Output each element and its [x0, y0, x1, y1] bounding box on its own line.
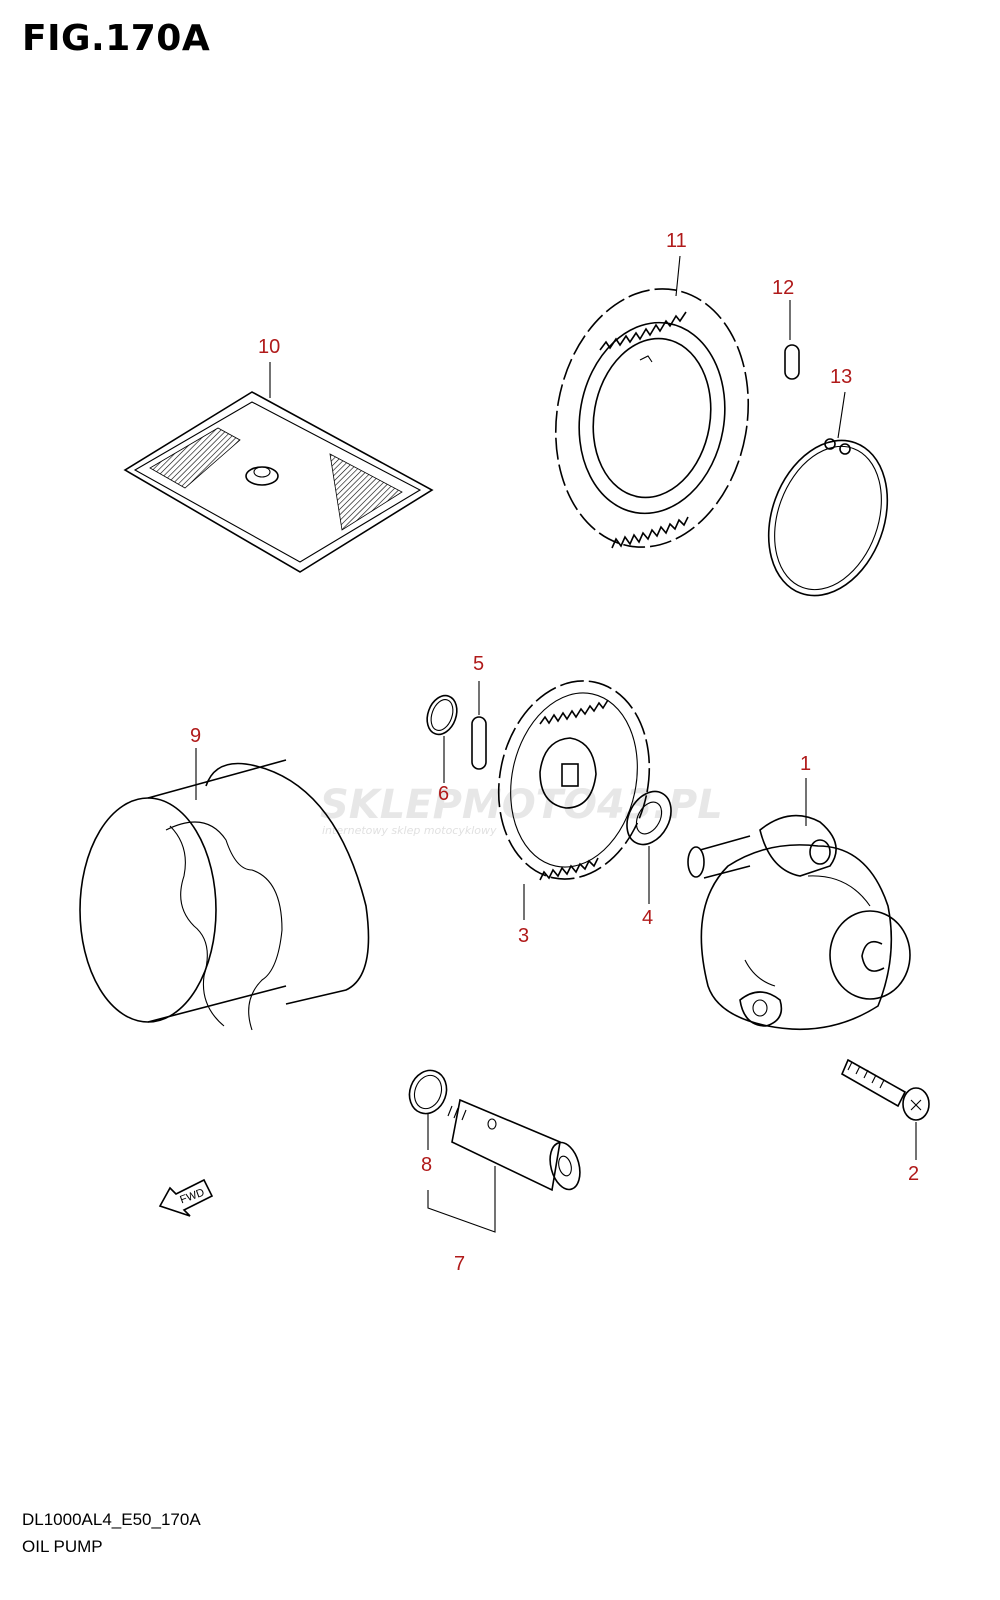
callout-9: 9 [190, 725, 201, 747]
part-6-circlip [426, 694, 458, 783]
part-7-oil-jet [427, 1098, 581, 1233]
part-2-screw [840, 1058, 930, 1160]
callout-numbers: 1 2 3 4 5 6 7 8 9 10 11 12 13 [190, 230, 919, 1275]
callout-8: 8 [421, 1154, 432, 1176]
part-5-pin [471, 681, 487, 770]
fwd-direction-arrow: FWD [158, 1178, 214, 1217]
callout-4: 4 [642, 907, 653, 929]
callout-5: 5 [473, 653, 484, 675]
part-1-oil-pump-assembly [687, 778, 911, 1031]
callout-1: 1 [800, 753, 811, 775]
callout-11: 11 [666, 230, 687, 252]
callout-7: 7 [454, 1253, 465, 1275]
watermark-brand: SKLEPMOTO43.PL [320, 782, 723, 828]
figure-title: FIG.170A [22, 18, 211, 59]
part-9-oil-filter [79, 748, 370, 1031]
part-4-washer [626, 790, 672, 904]
callout-12: 12 [772, 277, 794, 299]
part-10-oil-strainer [123, 362, 434, 573]
watermark-tagline: internetowy sklep motocyklowy [322, 824, 497, 837]
callout-6: 6 [438, 783, 449, 805]
fwd-label: FWD [178, 1187, 206, 1207]
callout-3: 3 [518, 925, 529, 947]
callout-13: 13 [830, 366, 852, 388]
callout-2: 2 [908, 1163, 919, 1185]
part-3-oil-pump-driven-gear [497, 680, 651, 920]
part-12-pin [784, 300, 800, 380]
diagram-caption: OIL PUMP [22, 1537, 103, 1556]
diagram-code: DL1000AL4_E50_170A [22, 1510, 201, 1529]
part-11-oil-pump-drive-gear [554, 255, 750, 549]
watermark: SKLEPMOTO43.PL internetowy sklep motocyk… [320, 782, 723, 837]
part-8-o-ring [408, 1069, 448, 1150]
part-13-circlip [767, 391, 889, 597]
callout-10: 10 [258, 336, 280, 358]
